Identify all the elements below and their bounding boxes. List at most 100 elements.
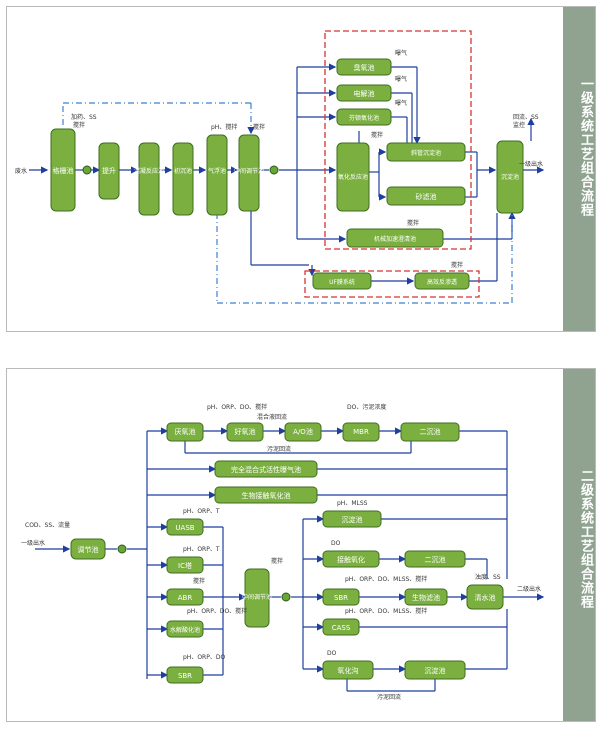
sand-filter-tank — [386, 186, 466, 206]
anoxic-tank — [226, 422, 264, 442]
ro-tank — [414, 272, 470, 290]
bio-contact-tank — [214, 486, 318, 504]
annotation: 监控 — [513, 121, 525, 129]
lift-tank — [98, 142, 120, 200]
tank-label: 格栅池 — [53, 166, 74, 175]
tank-label: IC塔 — [178, 561, 192, 570]
settle-tank — [172, 142, 194, 216]
panel-title: 一级系统工艺组合流程 — [578, 77, 593, 217]
annotation: 搅拌 — [371, 131, 383, 139]
tank-label: 机械加速澄清池 — [374, 235, 416, 243]
hydrolysis-tank — [166, 620, 204, 638]
tank-label: 提升 — [102, 166, 116, 175]
oxidation-tank — [336, 142, 370, 212]
tank-label: 好氧池 — [235, 427, 256, 436]
mid-tank — [238, 134, 260, 212]
tank-label: A/O池 — [293, 427, 313, 436]
tank-label: 生物滤池 — [412, 593, 440, 602]
ic-tank — [166, 556, 204, 574]
annotation: pH、ORP、T — [183, 508, 220, 515]
tank-label: 高效反渗透 — [427, 278, 457, 286]
annotation: 回流、SS — [513, 113, 539, 121]
annotation: 混合液回流 — [257, 413, 287, 421]
annotation: 搅拌 — [451, 261, 463, 269]
annotation: DO、污泥浓度 — [347, 403, 386, 411]
sbr-tank — [322, 588, 360, 606]
mix-tank — [138, 142, 160, 216]
settle-3-tank — [404, 660, 466, 680]
tank-label: 清水池 — [475, 593, 496, 602]
tank-label: CASS — [332, 624, 351, 632]
annotation: pH、ORP、T — [183, 546, 220, 553]
annotation: 搅拌 — [407, 219, 419, 227]
tank-label: 生物接触氧化池 — [242, 491, 291, 500]
annotation: 搅拌 — [73, 121, 85, 129]
annotation: COD、SS、流量 — [25, 521, 70, 529]
tank-label: 二沉池 — [420, 427, 441, 436]
tank-label: 初沉池 — [174, 167, 192, 175]
aerobic-tank — [284, 422, 322, 442]
annotation: pH、ORP、DO — [183, 654, 225, 661]
incline-tank — [386, 142, 466, 162]
tank-label: 氧化反应池 — [338, 173, 368, 181]
oxidation-ditch — [322, 660, 374, 680]
secondary-flow-diagram: 调节池 厌氧池 好氧池 A/O池 MBR 二沉池 完全混合式活性曝气池 生物接触… — [21, 403, 545, 701]
annotation: 污泥回流 — [377, 693, 401, 701]
inlet-label: 一级出水 — [21, 539, 45, 547]
annotation: 污泥回流 — [267, 445, 291, 453]
annotation: pH、ORP、DO、搅拌 — [187, 607, 247, 615]
cass-tank — [322, 618, 360, 636]
annotation: 搅拌 — [271, 557, 283, 565]
clarifier-tank — [496, 140, 524, 214]
tank-label: 砂滤池 — [416, 192, 437, 201]
tank-label: 接触氧化 — [337, 555, 365, 564]
annotation: 曝气 — [395, 75, 407, 83]
tank-label: ABR — [178, 594, 193, 602]
mid-regulation-tank — [244, 568, 270, 628]
mbr-tank — [322, 510, 382, 528]
tank-label: 臭氧池 — [354, 63, 375, 72]
secondary-settle-tank — [400, 422, 460, 442]
tank-label: 厌氧池 — [175, 427, 196, 436]
pump-icon — [117, 544, 127, 554]
uasb-tank — [166, 518, 204, 536]
annotation: 搅拌 — [193, 577, 205, 585]
ao-tank — [342, 422, 380, 442]
annotation: 曝气 — [395, 49, 407, 57]
tank-label: 沉淀池 — [342, 515, 363, 524]
annotation: 搅拌 — [253, 123, 265, 131]
annotation: pH、搅拌 — [211, 123, 237, 131]
primary-process-panel: 格栅池 提升 混凝反应池 初沉池 气浮池 中间调节池 臭氧池 电解池 芬顿氧化池… — [6, 6, 596, 332]
annotation: DO — [331, 540, 341, 547]
panel-title: 二级系统工艺组合流程 — [578, 469, 593, 609]
electro-tank — [336, 84, 392, 102]
biofilter-tank — [404, 588, 448, 606]
ozone-tank — [336, 58, 392, 76]
secondary-process-panel: 调节池 厌氧池 好氧池 A/O池 MBR 二沉池 完全混合式活性曝气池 生物接触… — [6, 368, 596, 722]
primary-flow-diagram: 格栅池 提升 混凝反应池 初沉池 气浮池 中间调节池 臭氧池 电解池 芬顿氧化池… — [15, 30, 545, 304]
annotation: pH、MLSS — [337, 500, 368, 507]
tank-label: SBR — [178, 672, 192, 680]
outlet-label: 一级出水 — [519, 160, 543, 168]
tank-label: 完全混合式活性曝气池 — [231, 465, 301, 474]
tank-label: 电解池 — [354, 89, 375, 98]
tank-label: UASB — [175, 524, 194, 532]
secondary-settle-2-tank — [404, 550, 466, 568]
clear-water-tank — [466, 584, 504, 610]
tank-label: 混凝反应池 — [134, 167, 164, 175]
tank-label: 芬顿氧化池 — [349, 114, 379, 122]
tank-label: 沉淀池 — [501, 173, 519, 181]
pump-icon — [82, 165, 92, 175]
annotation: pH、ORP、DO、MLSS、搅拌 — [345, 607, 427, 615]
tank-label: 二沉池 — [425, 555, 446, 564]
accelerator-tank — [346, 228, 444, 248]
pump-icon — [269, 165, 279, 175]
annotation: pH、ORP、DO、MLSS、搅拌 — [345, 575, 427, 583]
grid-tank — [50, 128, 76, 212]
tank-label: 调节池 — [78, 545, 99, 554]
contact-oxidation-tank — [322, 550, 380, 568]
inlet-label: 废水 — [15, 167, 27, 175]
tank-label: MBR — [353, 428, 369, 436]
abr-tank — [166, 588, 204, 606]
tank-label: 气浮池 — [208, 167, 226, 175]
